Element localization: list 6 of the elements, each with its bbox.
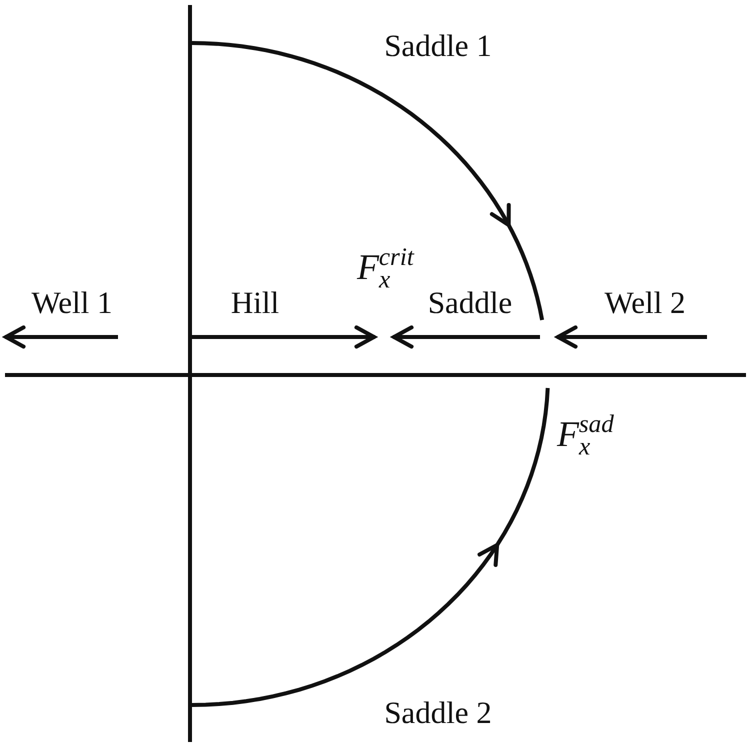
region-label: Well 1	[32, 287, 112, 318]
region-label: Saddle	[428, 287, 512, 318]
region-label: Saddle 1	[384, 30, 492, 61]
region-label: Well 2	[604, 287, 686, 318]
region-label: Hill	[230, 287, 280, 318]
region-label: Saddle 2	[384, 697, 492, 728]
